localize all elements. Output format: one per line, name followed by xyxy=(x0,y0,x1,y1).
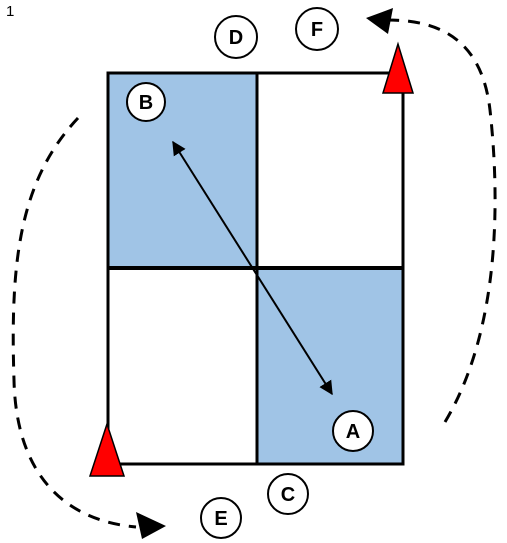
triangle-cone-icon xyxy=(381,41,415,94)
corner-text: 1 xyxy=(6,3,14,20)
dashed-path-right xyxy=(387,18,497,423)
label-circle-c: C xyxy=(267,473,309,515)
shaded-cell-bottom-right xyxy=(257,268,403,464)
dashed-path-left xyxy=(11,116,137,529)
triangle-cone-icon xyxy=(88,421,126,477)
label-f-text: F xyxy=(311,19,323,41)
label-a-text: A xyxy=(346,421,360,443)
label-circle-e: E xyxy=(200,497,242,539)
label-b-text: B xyxy=(139,92,153,114)
label-e-text: E xyxy=(214,508,227,530)
arrowhead-icon xyxy=(136,512,166,539)
label-c-text: C xyxy=(281,484,295,506)
label-circle-a: A xyxy=(332,410,374,452)
label-d-text: D xyxy=(229,27,243,49)
label-circle-f: F xyxy=(295,7,339,51)
arrowhead-icon xyxy=(366,8,393,34)
diagonal-double-arrow xyxy=(172,140,333,396)
label-circle-d: D xyxy=(214,15,258,59)
label-circle-b: B xyxy=(126,82,166,122)
